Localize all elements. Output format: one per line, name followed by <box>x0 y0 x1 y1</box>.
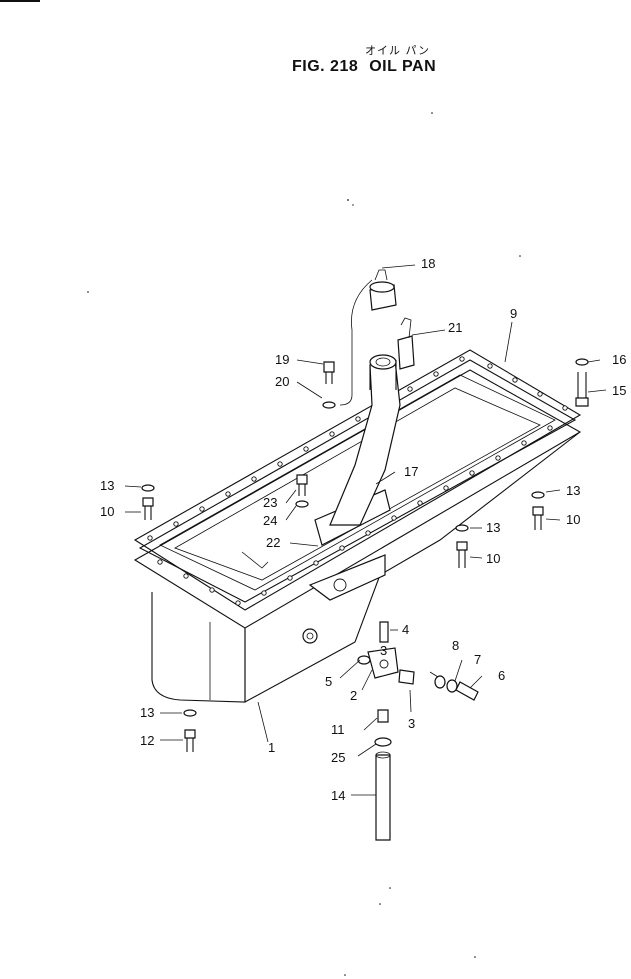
callout-10c: 10 <box>486 551 500 566</box>
callout-16: 16 <box>612 352 626 367</box>
callout-4: 4 <box>402 622 409 637</box>
oil-filler-pipe <box>329 269 415 526</box>
callout-11: 11 <box>331 722 345 737</box>
callout-13b: 13 <box>566 483 580 498</box>
callout-2: 2 <box>350 688 357 703</box>
callout-13d: 13 <box>140 705 154 720</box>
callout-15: 15 <box>612 383 626 398</box>
flange-holes <box>147 356 568 606</box>
callout-3b: 3 <box>408 716 415 731</box>
figure-title: FIG. 218 OIL PAN <box>292 58 442 76</box>
callout-6: 6 <box>498 668 505 683</box>
callout-13c: 13 <box>486 520 500 535</box>
callout-22: 22 <box>266 535 280 550</box>
corner-mark <box>0 0 40 2</box>
callout-20: 20 <box>275 374 289 389</box>
callout-24: 24 <box>263 513 277 528</box>
callout-21: 21 <box>448 320 462 335</box>
figure-number: FIG. 218 <box>292 58 359 75</box>
callout-17: 17 <box>404 464 418 479</box>
callout-10b: 10 <box>566 512 580 527</box>
callout-3a: 3 <box>380 643 387 658</box>
callout-19: 19 <box>275 352 289 367</box>
callout-7: 7 <box>474 652 481 667</box>
callout-23: 23 <box>263 495 277 510</box>
callout-14: 14 <box>331 788 345 803</box>
hardware <box>141 358 589 841</box>
callout-8: 8 <box>452 638 459 653</box>
callout-1: 1 <box>268 740 275 755</box>
callout-5: 5 <box>325 674 332 689</box>
scan-specks <box>87 112 521 976</box>
callout-12: 12 <box>140 733 154 748</box>
figure-title-japanese: オイル パン <box>365 44 431 57</box>
figure-name: OIL PAN <box>369 58 437 75</box>
callout-labels: 1 2 3 3 4 5 6 7 8 9 10 10 10 11 12 13 13… <box>100 256 626 803</box>
callout-13a: 13 <box>100 478 114 493</box>
leader-lines <box>124 264 607 796</box>
callout-25: 25 <box>331 750 345 765</box>
oil-pan-body <box>133 349 582 703</box>
callout-18: 18 <box>421 256 435 271</box>
callout-9: 9 <box>510 306 517 321</box>
callout-10a: 10 <box>100 504 114 519</box>
